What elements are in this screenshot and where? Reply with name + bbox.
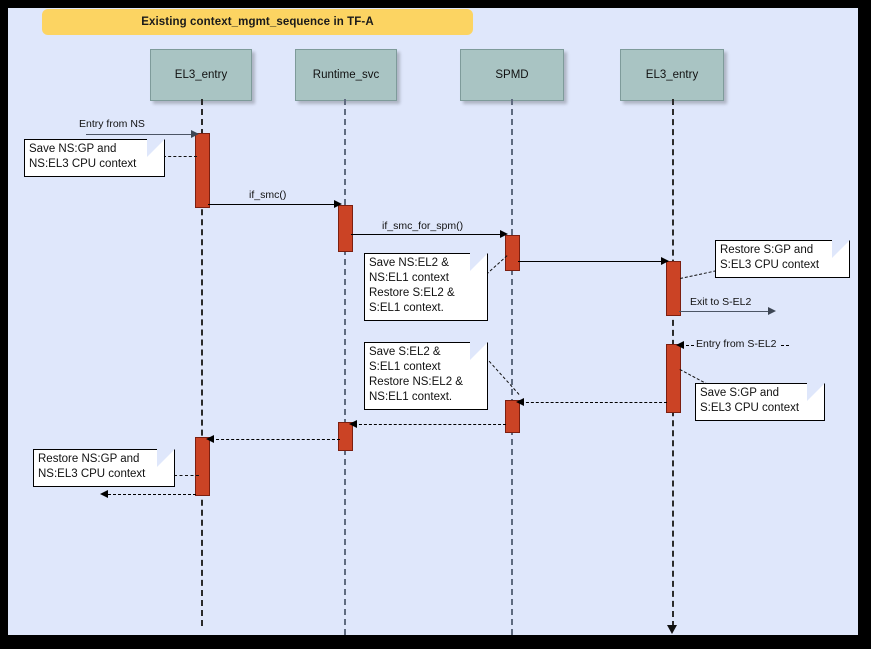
lifeline-end-arrow-el3-entry-right <box>667 625 677 634</box>
note-restore-s-gp: Restore S:GP and S:EL3 CPU context <box>715 240 850 278</box>
message-line-if-smc-for-spm <box>351 234 506 235</box>
lifeline-line-spmd <box>511 99 513 635</box>
message-line-spmd-to-runtime-svc <box>354 424 506 425</box>
activation-bar-el3-entry-right-2 <box>666 344 681 413</box>
note-save-ns-gp: Save NS:GP and NS:EL3 CPU context <box>24 139 165 177</box>
note-text: Save NS:GP and NS:EL3 CPU context <box>29 143 137 170</box>
note-save-s-gp: Save S:GP and S:EL3 CPU context <box>695 383 825 421</box>
lifeline-head-el3-entry-right[interactable]: EL3_entry <box>620 49 724 101</box>
message-arrowhead-spmd-to-runtime-svc <box>349 420 357 428</box>
activation-bar-runtime-svc-1 <box>338 205 353 252</box>
note-text: Save S:GP and S:EL3 CPU context <box>700 387 800 414</box>
message-line-entry-from-ns <box>86 134 196 135</box>
message-arrowhead-el3-left-exit <box>100 490 108 498</box>
activation-bar-spmd-2 <box>505 400 520 433</box>
activation-bar-el3-entry-left-2 <box>195 437 210 496</box>
note-text: Save S:EL2 & S:EL1 context Restore NS:EL… <box>369 346 463 403</box>
lifeline-label: SPMD <box>495 69 529 81</box>
message-line-if-smc <box>208 204 339 205</box>
lifeline-line-runtime-svc <box>344 99 346 635</box>
lifeline-label: EL3_entry <box>645 69 699 81</box>
message-label-entry-from-ns: Entry from NS <box>77 118 147 130</box>
lifeline-label: EL3_entry <box>174 69 228 81</box>
message-arrowhead-spmd-to-el3-right <box>661 257 669 265</box>
note-save-s-el2: Save S:EL2 & S:EL1 context Restore NS:EL… <box>364 342 488 410</box>
diagram-title: Existing context_mgmt_sequence in TF-A <box>141 16 374 28</box>
lifeline-head-runtime-svc[interactable]: Runtime_svc <box>295 49 397 101</box>
message-line-el3-right-to-spmd <box>521 402 667 403</box>
note-link-6 <box>174 475 199 476</box>
message-arrowhead-if-smc <box>334 200 342 208</box>
activation-bar-runtime-svc-2 <box>338 422 353 451</box>
lifeline-label: Runtime_svc <box>312 69 380 81</box>
message-line-spmd-to-el3-right <box>518 261 668 262</box>
note-text: Restore S:GP and S:EL3 CPU context <box>720 244 820 271</box>
note-text: Save NS:EL2 & NS:EL1 context Restore S:E… <box>369 257 455 314</box>
message-label-if-smc-for-spm: if_smc_for_spm() <box>380 220 466 232</box>
message-line-el3-left-exit <box>108 494 196 495</box>
message-arrowhead-entry-from-ns <box>191 130 199 138</box>
diagram-title-banner: Existing context_mgmt_sequence in TF-A <box>42 9 473 35</box>
lifeline-head-spmd[interactable]: SPMD <box>460 49 564 101</box>
message-arrowhead-if-smc-for-spm <box>500 230 508 238</box>
note-link-5 <box>485 357 520 395</box>
message-label-if-smc: if_smc() <box>247 189 289 201</box>
message-arrowhead-exit-to-s-el2 <box>768 307 776 315</box>
message-arrowhead-runtime-svc-to-el3-left <box>206 435 214 443</box>
message-arrowhead-entry-from-s-el2 <box>676 341 684 349</box>
note-link-1 <box>163 156 197 157</box>
message-line-runtime-svc-to-el3-left <box>211 439 340 440</box>
diagram-canvas: Existing context_mgmt_sequence in TF-A E… <box>8 8 858 635</box>
message-label-entry-from-s-el2: Entry from S-EL2 <box>694 338 779 350</box>
activation-bar-el3-entry-right-1 <box>666 261 681 316</box>
message-arrowhead-el3-right-to-spmd <box>516 398 524 406</box>
note-link-3 <box>680 270 717 279</box>
lifeline-line-el3-entry-left <box>201 99 203 626</box>
lifeline-head-el3-entry-left[interactable]: EL3_entry <box>150 49 252 101</box>
message-line-exit-to-s-el2 <box>679 311 774 312</box>
note-restore-ns-gp: Restore NS:GP and NS:EL3 CPU context <box>33 449 175 487</box>
note-text: Restore NS:GP and NS:EL3 CPU context <box>38 453 146 480</box>
activation-bar-el3-entry-left-1 <box>195 133 210 208</box>
message-label-exit-to-s-el2: Exit to S-EL2 <box>688 296 754 308</box>
activation-bar-spmd-1 <box>505 235 520 271</box>
note-save-ns-el2: Save NS:EL2 & NS:EL1 context Restore S:E… <box>364 253 488 321</box>
